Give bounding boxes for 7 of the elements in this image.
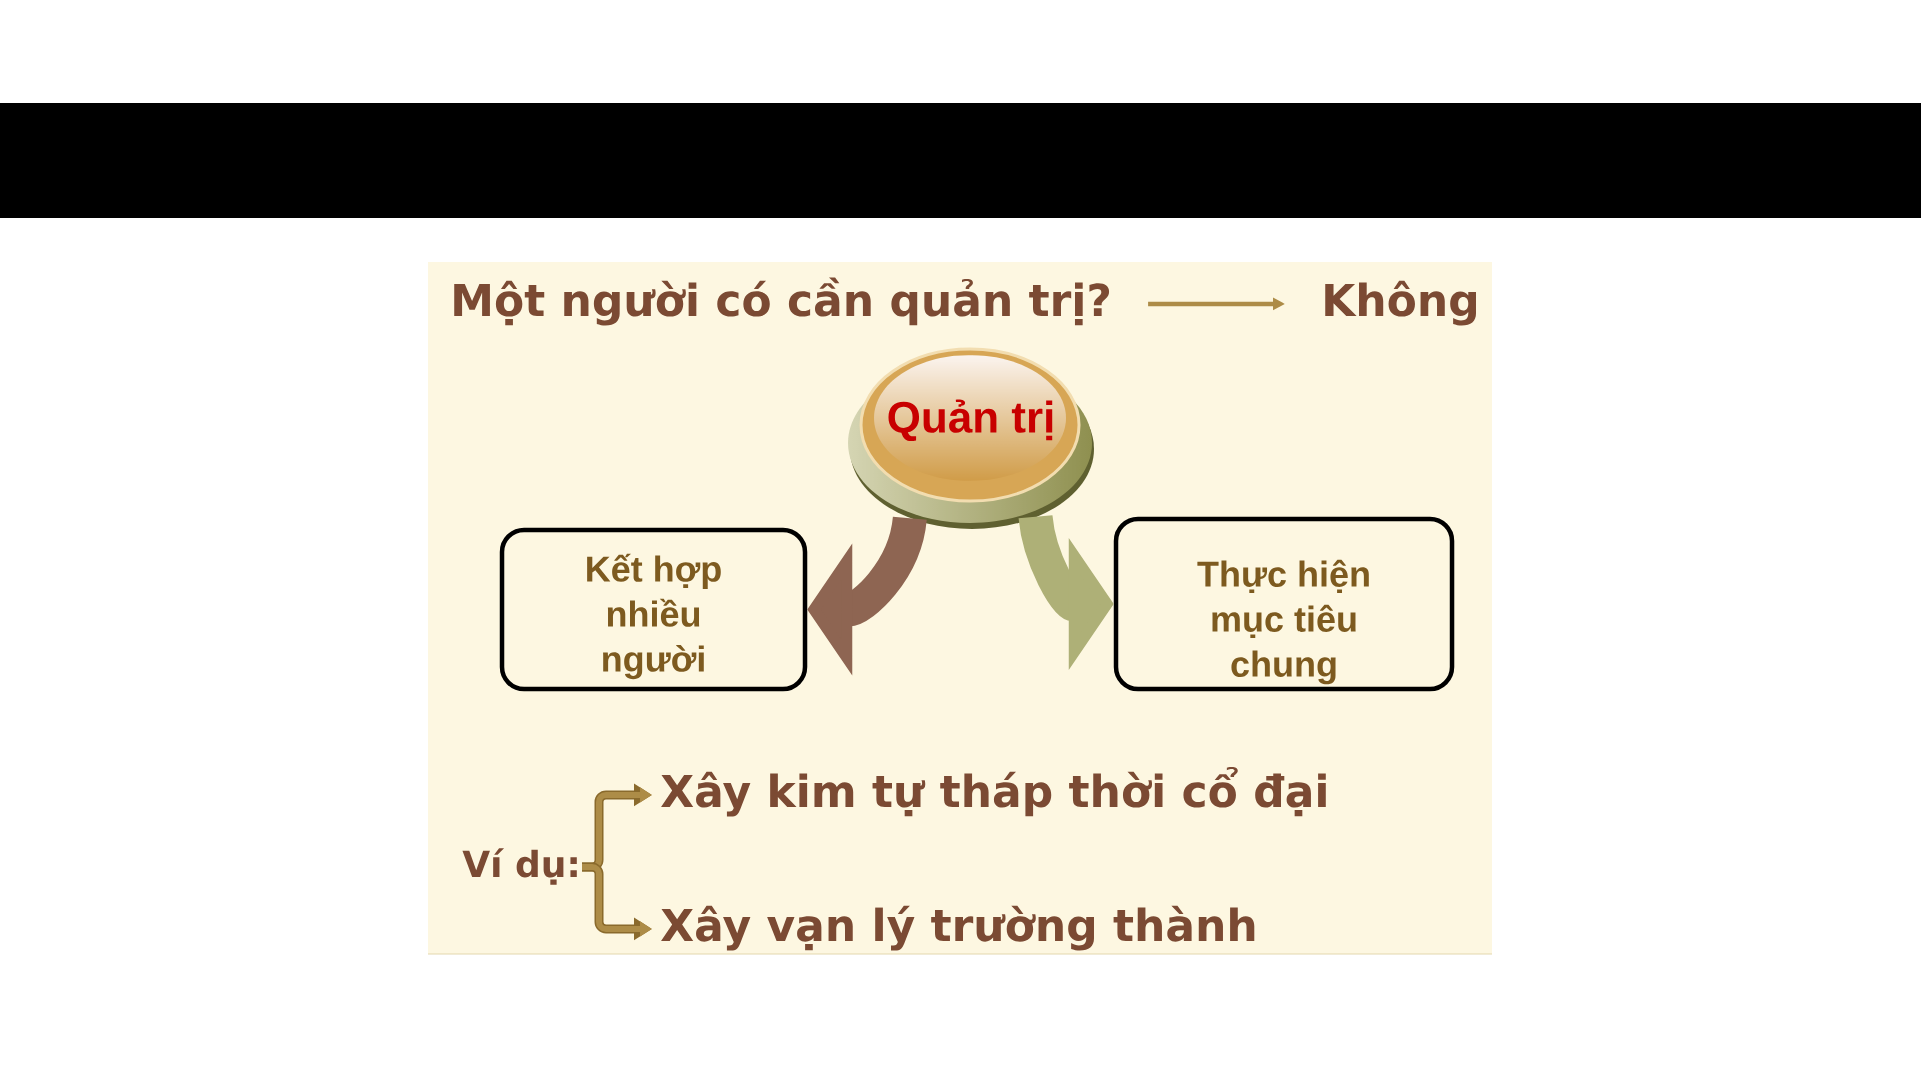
example-text: Xây kim tự tháp thời cổ đại	[661, 766, 1326, 817]
example-label: Ví dụ:	[462, 848, 577, 885]
rounded-box: Thực hiện mục tiêu chung	[1113, 516, 1455, 692]
example-text: Xây vạn lý trường thành	[661, 905, 1255, 951]
question-text: Một người có cần quản trị?	[454, 277, 1110, 326]
rounded-box: Kết hợp nhiều người	[499, 527, 808, 692]
answer-text: Không	[1325, 280, 1476, 326]
